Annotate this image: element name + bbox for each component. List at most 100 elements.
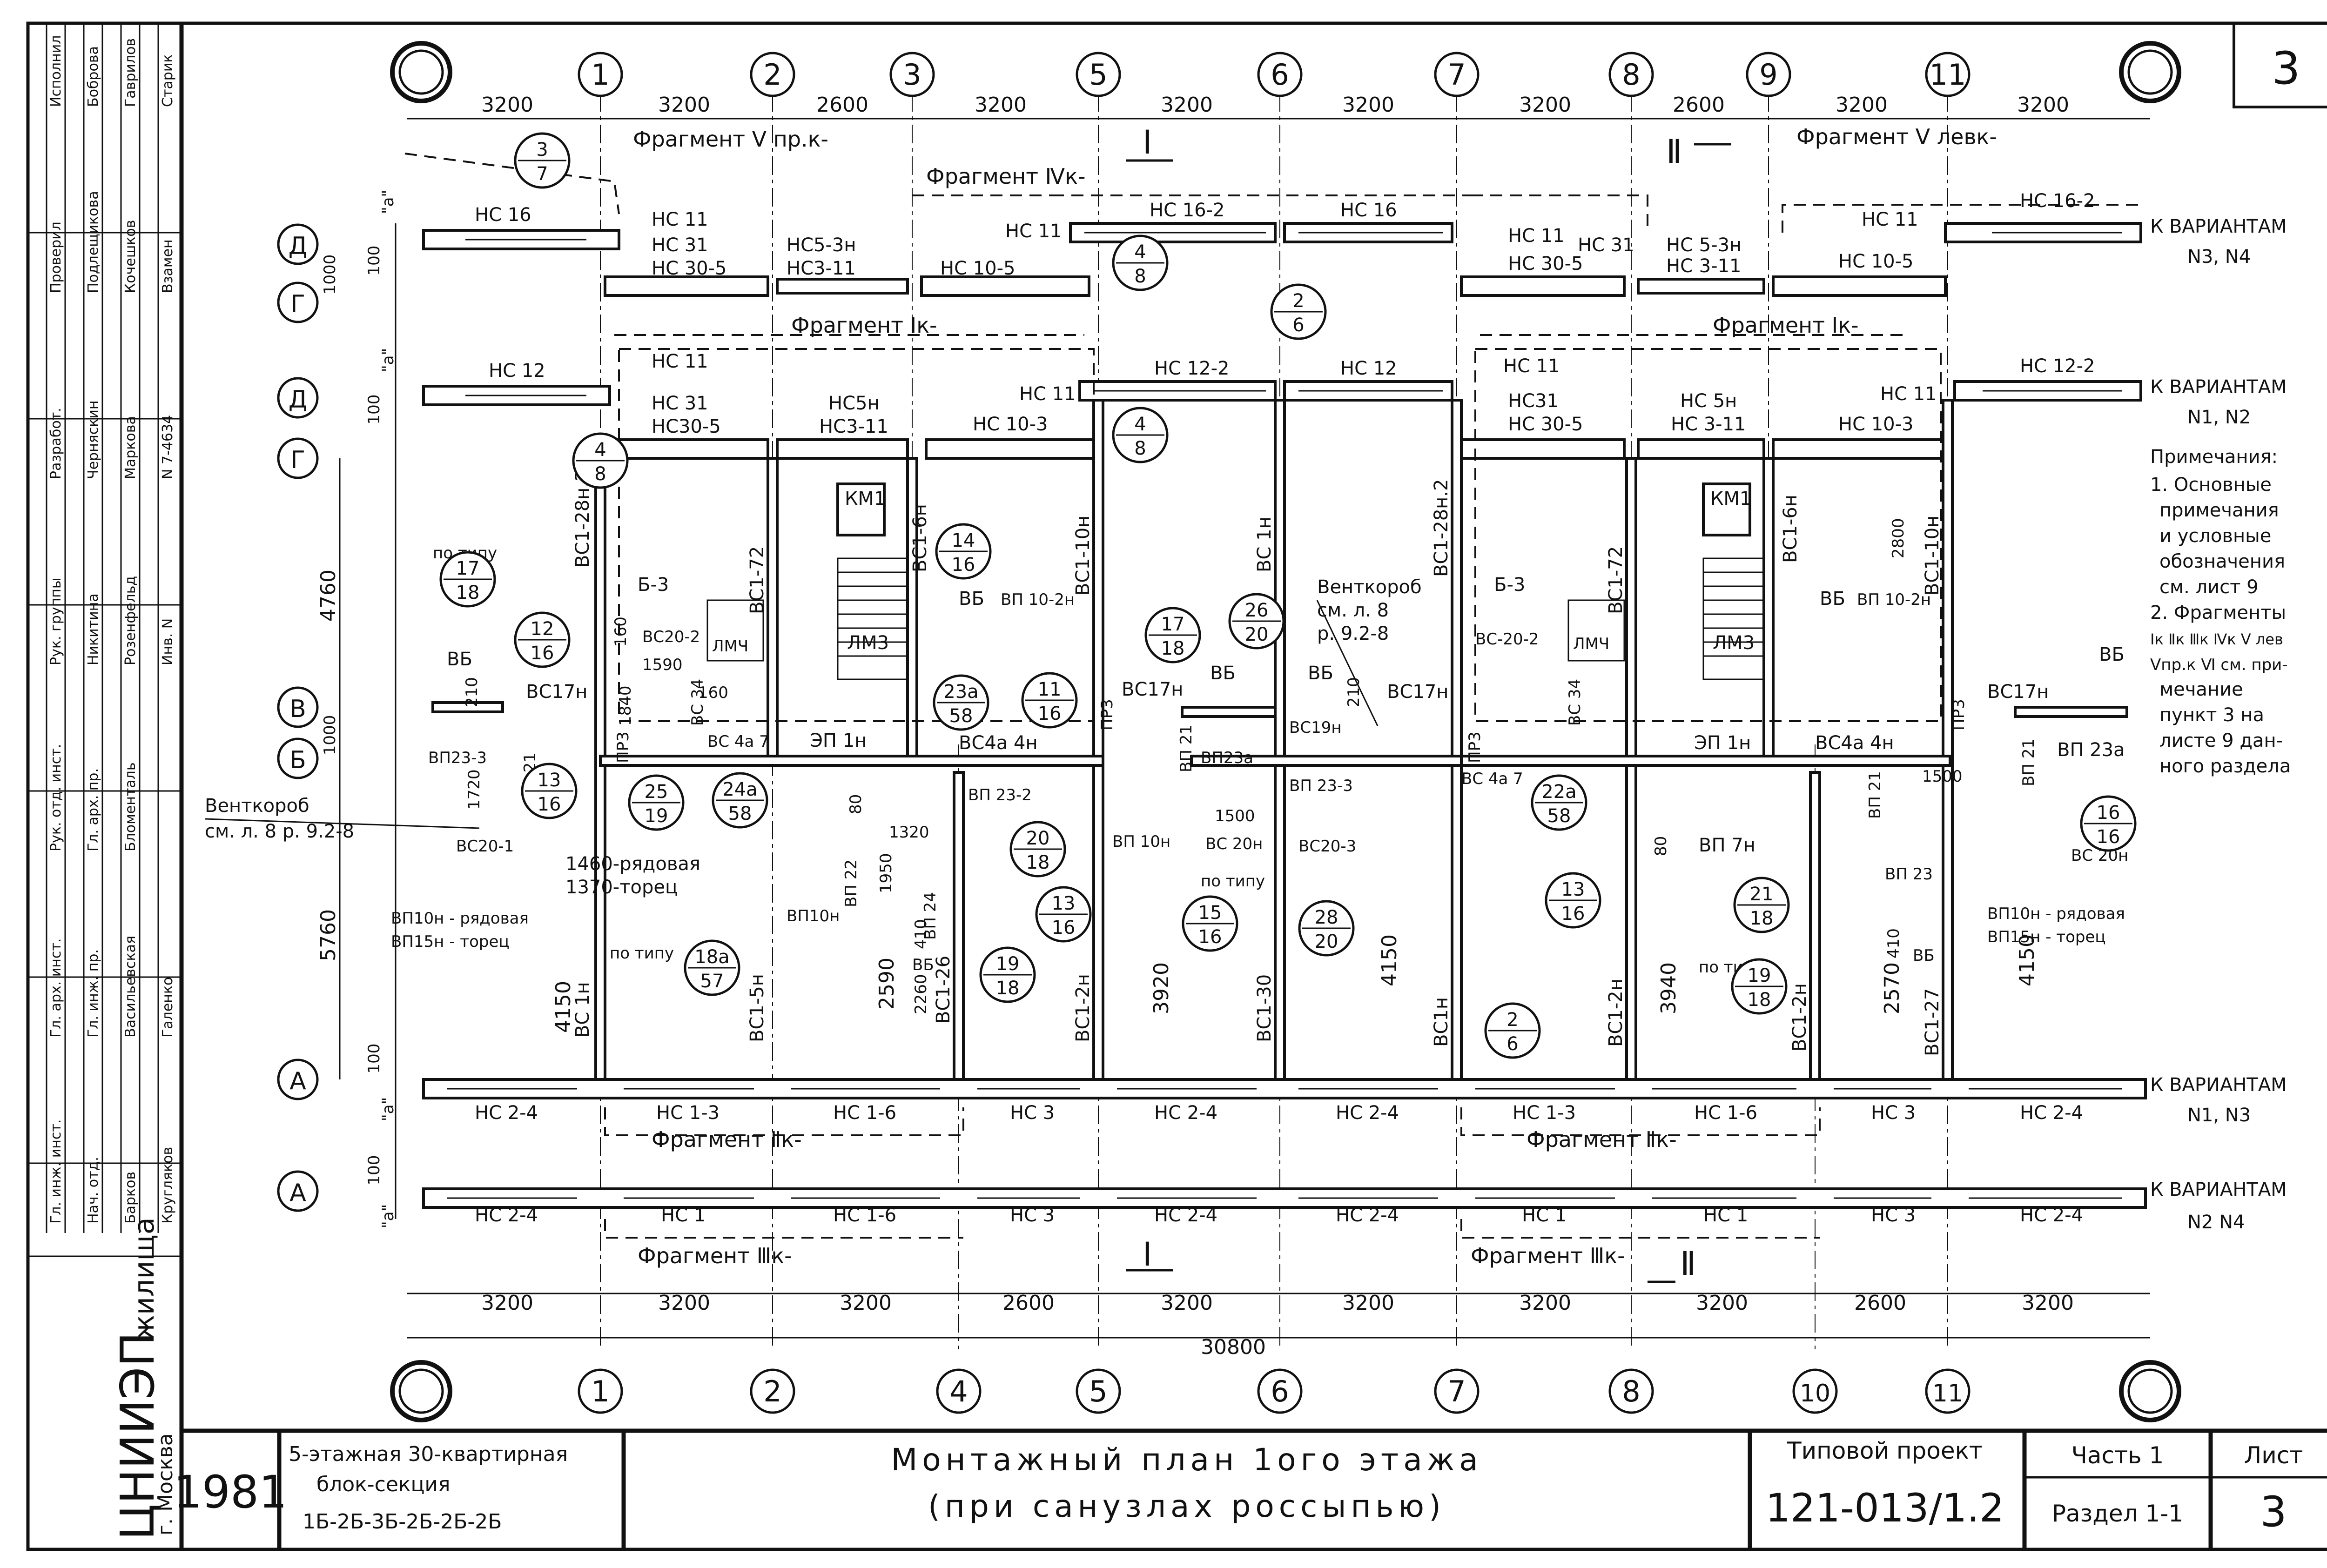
axis-top-9: 11	[1930, 58, 1966, 92]
stamp-name-2: Черняскин	[85, 401, 101, 479]
axis-top-6: 7	[1447, 58, 1466, 92]
ft-9: НС 16-2	[1150, 200, 1225, 221]
ft-5: НС5-3н	[787, 235, 856, 256]
dimension-lines	[339, 118, 2150, 1339]
vent-left-2: см. л. 8 р. 9.2-8	[205, 821, 354, 842]
title-line-1: Монтажный план 1ого этажа	[891, 1442, 1482, 1478]
misc-vp23a-b: ВП 23а	[2057, 739, 2125, 761]
idim-18: 160	[698, 683, 728, 702]
fragment-2k-left: Фрагмент Ⅱк-	[652, 1127, 802, 1152]
fm-4: НС30-5	[652, 416, 721, 437]
vent-left-1: Венткороб	[205, 795, 309, 817]
dim-bottom-8: 3200	[1696, 1291, 1748, 1315]
idim-15: 1590	[642, 656, 683, 674]
stamp-col-3: Взамен	[160, 239, 176, 293]
callout-bottom: 20	[1315, 931, 1338, 952]
callout-bottom: 57	[700, 971, 724, 992]
ft-1: НС 16	[475, 204, 531, 226]
callout-bottom: 16	[952, 554, 975, 576]
fb1-3: НС 1-6	[833, 1102, 896, 1124]
idim-13: 1500	[1215, 807, 1255, 825]
misc-vp10-a: ВП10н	[787, 907, 840, 925]
row-left-1: 1460-рядовая	[565, 853, 700, 875]
bottom-dims: 3200 3200 3200 2600 3200 3200 3200 3200 …	[481, 1291, 2074, 1359]
misc-vp102-a: ВП 10-2н	[1001, 590, 1075, 609]
dim-bottom-5: 3200	[1161, 1291, 1213, 1315]
fragment-5pr: Фрагмент Ⅴ пр.к-	[633, 127, 828, 152]
misc-lm3-b: ЛМ3	[1713, 632, 1755, 654]
dim-top-2: 3200	[658, 93, 710, 117]
callout-top: 17	[1161, 614, 1185, 635]
ft-4: НС 30-5	[652, 258, 727, 279]
dim-left-100-1: 100	[365, 246, 383, 276]
fb2-8: НС 1	[1703, 1205, 1748, 1226]
misc-vs201: ВС20-1	[456, 837, 514, 856]
stamp-name-13: Галенко	[160, 977, 176, 1038]
org-city: г. Москва	[154, 1433, 177, 1535]
misc-vb-1: ВБ	[447, 649, 472, 670]
axis-row-3: Д	[289, 386, 308, 414]
section-marks: Ⅰ Ⅱ Ⅰ Ⅱ	[1126, 123, 1731, 1283]
callout-top: 15	[1198, 902, 1222, 924]
misc-vs17-3: ВС17н	[1387, 681, 1448, 703]
stamp-role-6: Проверил	[48, 221, 64, 293]
callout-bottom: 16	[2097, 826, 2120, 848]
misc-vp21-3: ВП 21	[1866, 771, 1884, 819]
notes-line-2: примечания	[2159, 500, 2279, 521]
dim-top-3: 2600	[816, 93, 868, 117]
callout-top: 16	[2097, 802, 2120, 824]
misc-lmch-a: ЛМЧ	[712, 637, 748, 656]
idim-14: 1500	[1922, 767, 1963, 786]
axis-row-8: А	[289, 1179, 306, 1207]
axis-bottom-7: 8	[1622, 1374, 1640, 1408]
callout-bottom: 18	[1748, 989, 1771, 1011]
misc-vb-2: ВБ	[959, 588, 984, 610]
dim-top-7: 3200	[1519, 93, 1571, 117]
row-right-2: ВП15н - торец	[1987, 928, 2106, 946]
fragment-3k-left: Фрагмент Ⅲк-	[638, 1243, 792, 1268]
facade-mid-labels: НС 12 НС 11 НС 31 НС30-5 НС5н НС3-11 НС …	[489, 351, 2095, 437]
notes-line-11: листе 9 дан-	[2159, 730, 2283, 751]
dim-bottom-1: 3200	[481, 1291, 533, 1315]
org-name: ЦНИИЭП	[110, 1332, 165, 1540]
dim-left-1000a: 1000	[321, 255, 339, 295]
facade-strips	[422, 222, 2147, 1209]
axis-top-2: 2	[763, 58, 781, 92]
callout-top: 2	[1292, 290, 1304, 312]
callout-top: 19	[1748, 965, 1771, 986]
left-dims: 4760 5760 1000 1000 100 100 100 100 "а" …	[316, 190, 397, 1228]
idim-1: 4150	[551, 981, 575, 1033]
misc-pr3-4: ПР3	[1950, 699, 1968, 730]
wall-15: ВС1н	[1431, 997, 1452, 1047]
section-2-top: Ⅱ	[1666, 133, 1682, 171]
interior-dims: 4150 2590 2260 1950 3920 4150 3940 2570 …	[463, 518, 2039, 1033]
misc-pr3-1: ПР3	[614, 731, 632, 763]
facade-bottom1-labels: НС 2-4 НС 1-3 НС 1-6 НС 3 НС 2-4 НС 2-4 …	[475, 1102, 2083, 1124]
callout-bottom: 6	[1506, 1033, 1518, 1055]
wall-10: ВС 1н	[572, 982, 593, 1038]
ft-6: НС3-11	[787, 258, 856, 279]
callout-top: 21	[1750, 884, 1774, 905]
callout-bottom: 18	[996, 978, 1020, 999]
stamp-col-4: Старик	[160, 54, 176, 107]
ft-18: НС 16-2	[2020, 190, 2095, 212]
callout-bottom: 19	[645, 805, 668, 827]
dim-left-100-2: 100	[365, 395, 383, 425]
callout-bubble: 48	[572, 432, 629, 489]
misc-km1-a: КМ1	[845, 488, 886, 509]
misc-pr3-2: ПР3	[1098, 699, 1116, 730]
axis-top-7: 8	[1622, 58, 1640, 92]
dim-left-5760: 5760	[316, 909, 340, 961]
stamp-name-7: Бломенталь	[122, 762, 139, 851]
misc-vb-3: ВБ	[1210, 663, 1236, 684]
project-label: Типовой проект	[1787, 1437, 1983, 1464]
misc-vp22: ВП 22	[842, 859, 861, 907]
callout-top: 24а	[722, 779, 757, 800]
